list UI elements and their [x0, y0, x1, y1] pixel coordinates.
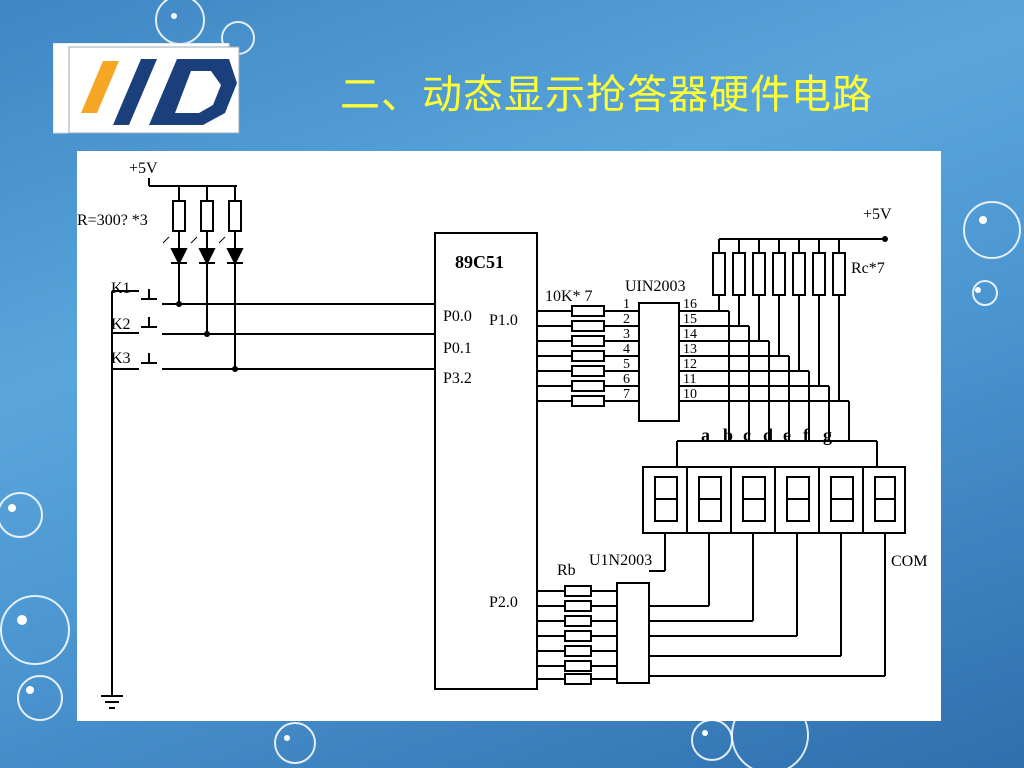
- company-logo-icon: [52, 42, 240, 134]
- digit-8-icon: [698, 476, 722, 522]
- segment-label: g: [823, 425, 832, 445]
- resistor-10k-label: 10K* 7: [545, 288, 593, 305]
- driver-in-pin: 2: [623, 312, 630, 327]
- rb-label: Rb: [557, 562, 576, 579]
- digit-8-icon: [786, 476, 810, 522]
- driver-in-pin: 1: [623, 297, 630, 312]
- vcc-right-label: +5V: [863, 206, 892, 223]
- key-2-label: K2: [111, 316, 131, 333]
- vcc-left-label: +5V: [129, 160, 158, 177]
- pin-p01-label: P0.1: [443, 340, 472, 357]
- company-logo: [52, 42, 241, 135]
- driver-out-pin: 10: [683, 387, 697, 402]
- driver-in-pin: 6: [623, 372, 630, 387]
- key-switch-icon: [141, 317, 157, 328]
- resistor-array: [564, 585, 592, 685]
- driver-out-pin: 11: [683, 372, 696, 387]
- bubble-icon: [274, 722, 316, 764]
- driver-chip-2: [616, 582, 650, 684]
- driver-2-label: U1N2003: [589, 552, 652, 569]
- segment-label: c: [743, 425, 751, 445]
- driver-out-pin: 12: [683, 357, 697, 372]
- driver-in-pin: 3: [623, 327, 630, 342]
- mcu-chip: [434, 232, 538, 690]
- key-1-label: K1: [111, 280, 131, 297]
- rc-label: Rc*7: [851, 260, 885, 277]
- bubble-icon: [972, 280, 998, 306]
- driver-out-pin: 14: [683, 327, 697, 342]
- bubble-icon: [691, 719, 733, 761]
- segment-label: d: [763, 425, 773, 445]
- driver-in-pin: 7: [623, 387, 630, 402]
- bubble-icon: [17, 675, 63, 721]
- resistor-array: [712, 252, 846, 296]
- ground-icon: [101, 695, 123, 709]
- digit-8-icon: [742, 476, 766, 522]
- digit-8-icon: [830, 476, 854, 522]
- driver-out-pin: 16: [683, 297, 697, 312]
- mcu-label: 89C51: [455, 252, 504, 272]
- led-icon: [198, 248, 216, 266]
- pin-p32-label: P3.2: [443, 370, 472, 387]
- led-icon: [226, 248, 244, 266]
- bubble-icon: [0, 492, 43, 538]
- driver-chip-1: [638, 302, 680, 422]
- circuit-diagram-panel: +5V R=300? *3 K1 K2 K3 89C51 P0.0 P0.1 P…: [77, 151, 941, 721]
- circuit-schematic: +5V R=300? *3 K1 K2 K3 89C51 P0.0 P0.1 P…: [77, 160, 927, 709]
- led-icon: [170, 248, 188, 266]
- bubble-icon: [963, 201, 1021, 259]
- slide-title: 二、动态显示抢答器硬件电路: [340, 72, 873, 118]
- bubble-icon: [155, 0, 205, 45]
- com-label: COM: [891, 553, 927, 570]
- digit-8-icon: [874, 476, 896, 522]
- key-3-label: K3: [111, 350, 131, 367]
- segment-label: a: [701, 425, 710, 445]
- resistor-icon: [200, 200, 214, 232]
- segment-label: b: [723, 425, 733, 445]
- pin-p00-label: P0.0: [443, 308, 472, 325]
- pin-p10-label: P1.0: [489, 312, 518, 329]
- segment-label: f: [803, 425, 810, 445]
- segment-label: e: [783, 425, 791, 445]
- resistor-icon: [228, 200, 242, 232]
- driver-out-pin: 13: [683, 342, 697, 357]
- led-resistor-label: R=300? *3: [77, 212, 148, 229]
- digit-8-icon: [654, 476, 678, 522]
- key-switch-icon: [141, 353, 157, 364]
- key-switch-icon: [141, 289, 157, 300]
- driver-1-label: UIN2003: [625, 278, 685, 295]
- driver-out-pin: 15: [683, 312, 697, 327]
- pin-p20-label: P2.0: [489, 594, 518, 611]
- resistor-array: [571, 305, 605, 407]
- resistor-icon: [172, 200, 186, 232]
- driver-in-pin: 4: [623, 342, 630, 357]
- driver-in-pin: 5: [623, 357, 630, 372]
- bubble-icon: [0, 595, 70, 665]
